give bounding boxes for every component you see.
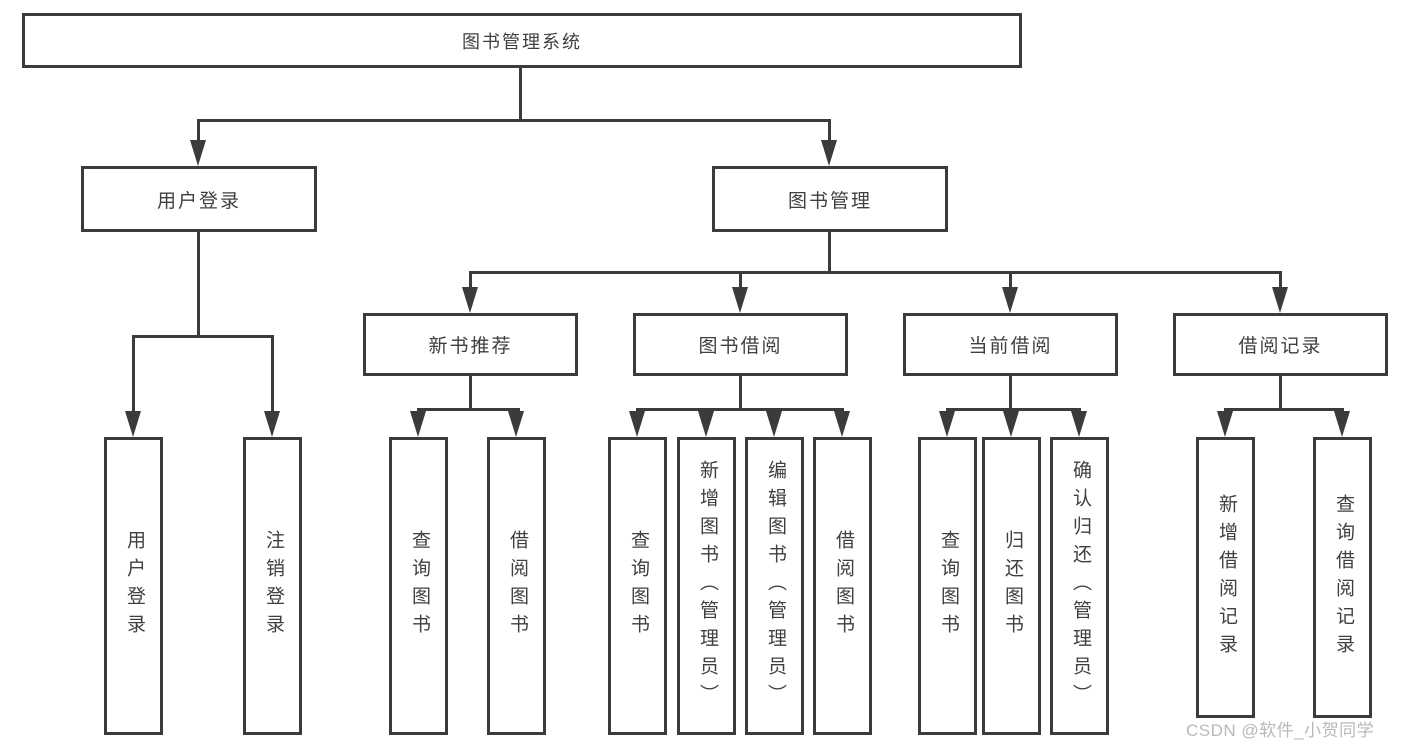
leaf-label: 新增图书（管理员）	[696, 460, 718, 712]
arrow-down-icon	[410, 411, 426, 437]
arrow-down-icon	[508, 411, 524, 437]
leaf-add-borrow-record: 新增借阅记录	[1196, 437, 1255, 718]
leaf-label: 查询借阅记录	[1332, 493, 1354, 662]
leaf-label: 查询图书	[627, 530, 649, 642]
node-current-borrowing: 当前借阅	[903, 313, 1118, 376]
leaf-edit-book-admin: 编辑图书（管理员）	[745, 437, 804, 735]
connector-line	[1279, 271, 1282, 291]
arrow-down-icon	[462, 287, 478, 313]
connector-line	[1009, 376, 1012, 410]
connector-line	[469, 271, 472, 291]
connector-line	[828, 119, 831, 145]
leaf-user-login: 用户登录	[104, 437, 163, 735]
leaf-label: 注销登录	[262, 530, 284, 642]
arrow-down-icon	[629, 411, 645, 437]
connector-line	[828, 231, 831, 274]
connector-line	[469, 271, 1281, 274]
leaf-query-borrow-record: 查询借阅记录	[1313, 437, 1372, 718]
node-label: 当前借阅	[968, 336, 1053, 357]
leaf-query-books-recommend: 查询图书	[389, 437, 448, 735]
leaf-label: 编辑图书（管理员）	[764, 460, 786, 712]
node-book-management-system: 图书管理系统	[22, 13, 1022, 68]
node-book-management: 图书管理	[712, 166, 948, 232]
leaf-query-books-borrowing: 查询图书	[608, 437, 667, 735]
csdn-watermark: CSDN @软件_小贺同学	[1186, 721, 1375, 740]
leaf-label: 查询图书	[408, 530, 430, 642]
leaf-add-book-admin: 新增图书（管理员）	[677, 437, 736, 735]
leaf-label: 归还图书	[1001, 530, 1023, 642]
leaf-logout: 注销登录	[243, 437, 302, 735]
connector-line	[132, 335, 135, 415]
arrow-down-icon	[1003, 411, 1019, 437]
node-borrowing-records: 借阅记录	[1173, 313, 1388, 376]
leaf-confirm-return-admin: 确认归还（管理员）	[1050, 437, 1109, 735]
arrow-down-icon	[1071, 411, 1087, 437]
leaf-label: 新增借阅记录	[1215, 493, 1237, 662]
node-label: 图书管理系统	[462, 31, 582, 52]
connector-line	[469, 376, 472, 410]
leaf-label: 确认归还（管理员）	[1069, 460, 1091, 712]
leaf-return-books: 归还图书	[982, 437, 1041, 735]
leaf-label: 查询图书	[937, 530, 959, 642]
connector-line	[1009, 271, 1012, 291]
node-label: 借阅记录	[1238, 336, 1323, 357]
leaf-label: 用户登录	[123, 530, 145, 642]
leaf-borrow-books: 借阅图书	[813, 437, 872, 735]
connector-line	[197, 119, 831, 122]
node-user-login: 用户登录	[81, 166, 317, 232]
connector-line	[417, 408, 520, 411]
node-label: 新书推荐	[428, 336, 513, 357]
node-book-borrowing: 图书借阅	[633, 313, 848, 376]
node-label: 图书借阅	[698, 336, 783, 357]
arrow-down-icon	[264, 411, 280, 437]
arrow-down-icon	[766, 411, 782, 437]
node-label: 用户登录	[156, 190, 241, 212]
connector-line	[739, 376, 742, 410]
connector-line	[197, 231, 200, 338]
connector-line	[946, 408, 1081, 411]
node-new-book-recommendation: 新书推荐	[363, 313, 578, 376]
node-label: 图书管理	[787, 190, 872, 212]
connector-line	[519, 66, 522, 122]
arrow-down-icon	[821, 140, 837, 166]
arrow-down-icon	[1272, 287, 1288, 313]
arrow-down-icon	[1002, 287, 1018, 313]
arrow-down-icon	[698, 411, 714, 437]
arrow-down-icon	[834, 411, 850, 437]
connector-line	[739, 271, 742, 291]
leaf-label: 借阅图书	[506, 530, 528, 642]
connector-line	[1279, 376, 1282, 410]
connector-line	[1224, 408, 1344, 411]
arrow-down-icon	[190, 140, 206, 166]
arrow-down-icon	[125, 411, 141, 437]
leaf-label: 借阅图书	[832, 530, 854, 642]
arrow-down-icon	[939, 411, 955, 437]
arrow-down-icon	[1334, 411, 1350, 437]
connector-line	[132, 335, 274, 338]
arrow-down-icon	[1217, 411, 1233, 437]
connector-line	[197, 119, 200, 145]
leaf-borrow-books-recommend: 借阅图书	[487, 437, 546, 735]
connector-line	[271, 335, 274, 415]
arrow-down-icon	[732, 287, 748, 313]
leaf-query-books-current: 查询图书	[918, 437, 977, 735]
connector-line	[636, 408, 844, 411]
